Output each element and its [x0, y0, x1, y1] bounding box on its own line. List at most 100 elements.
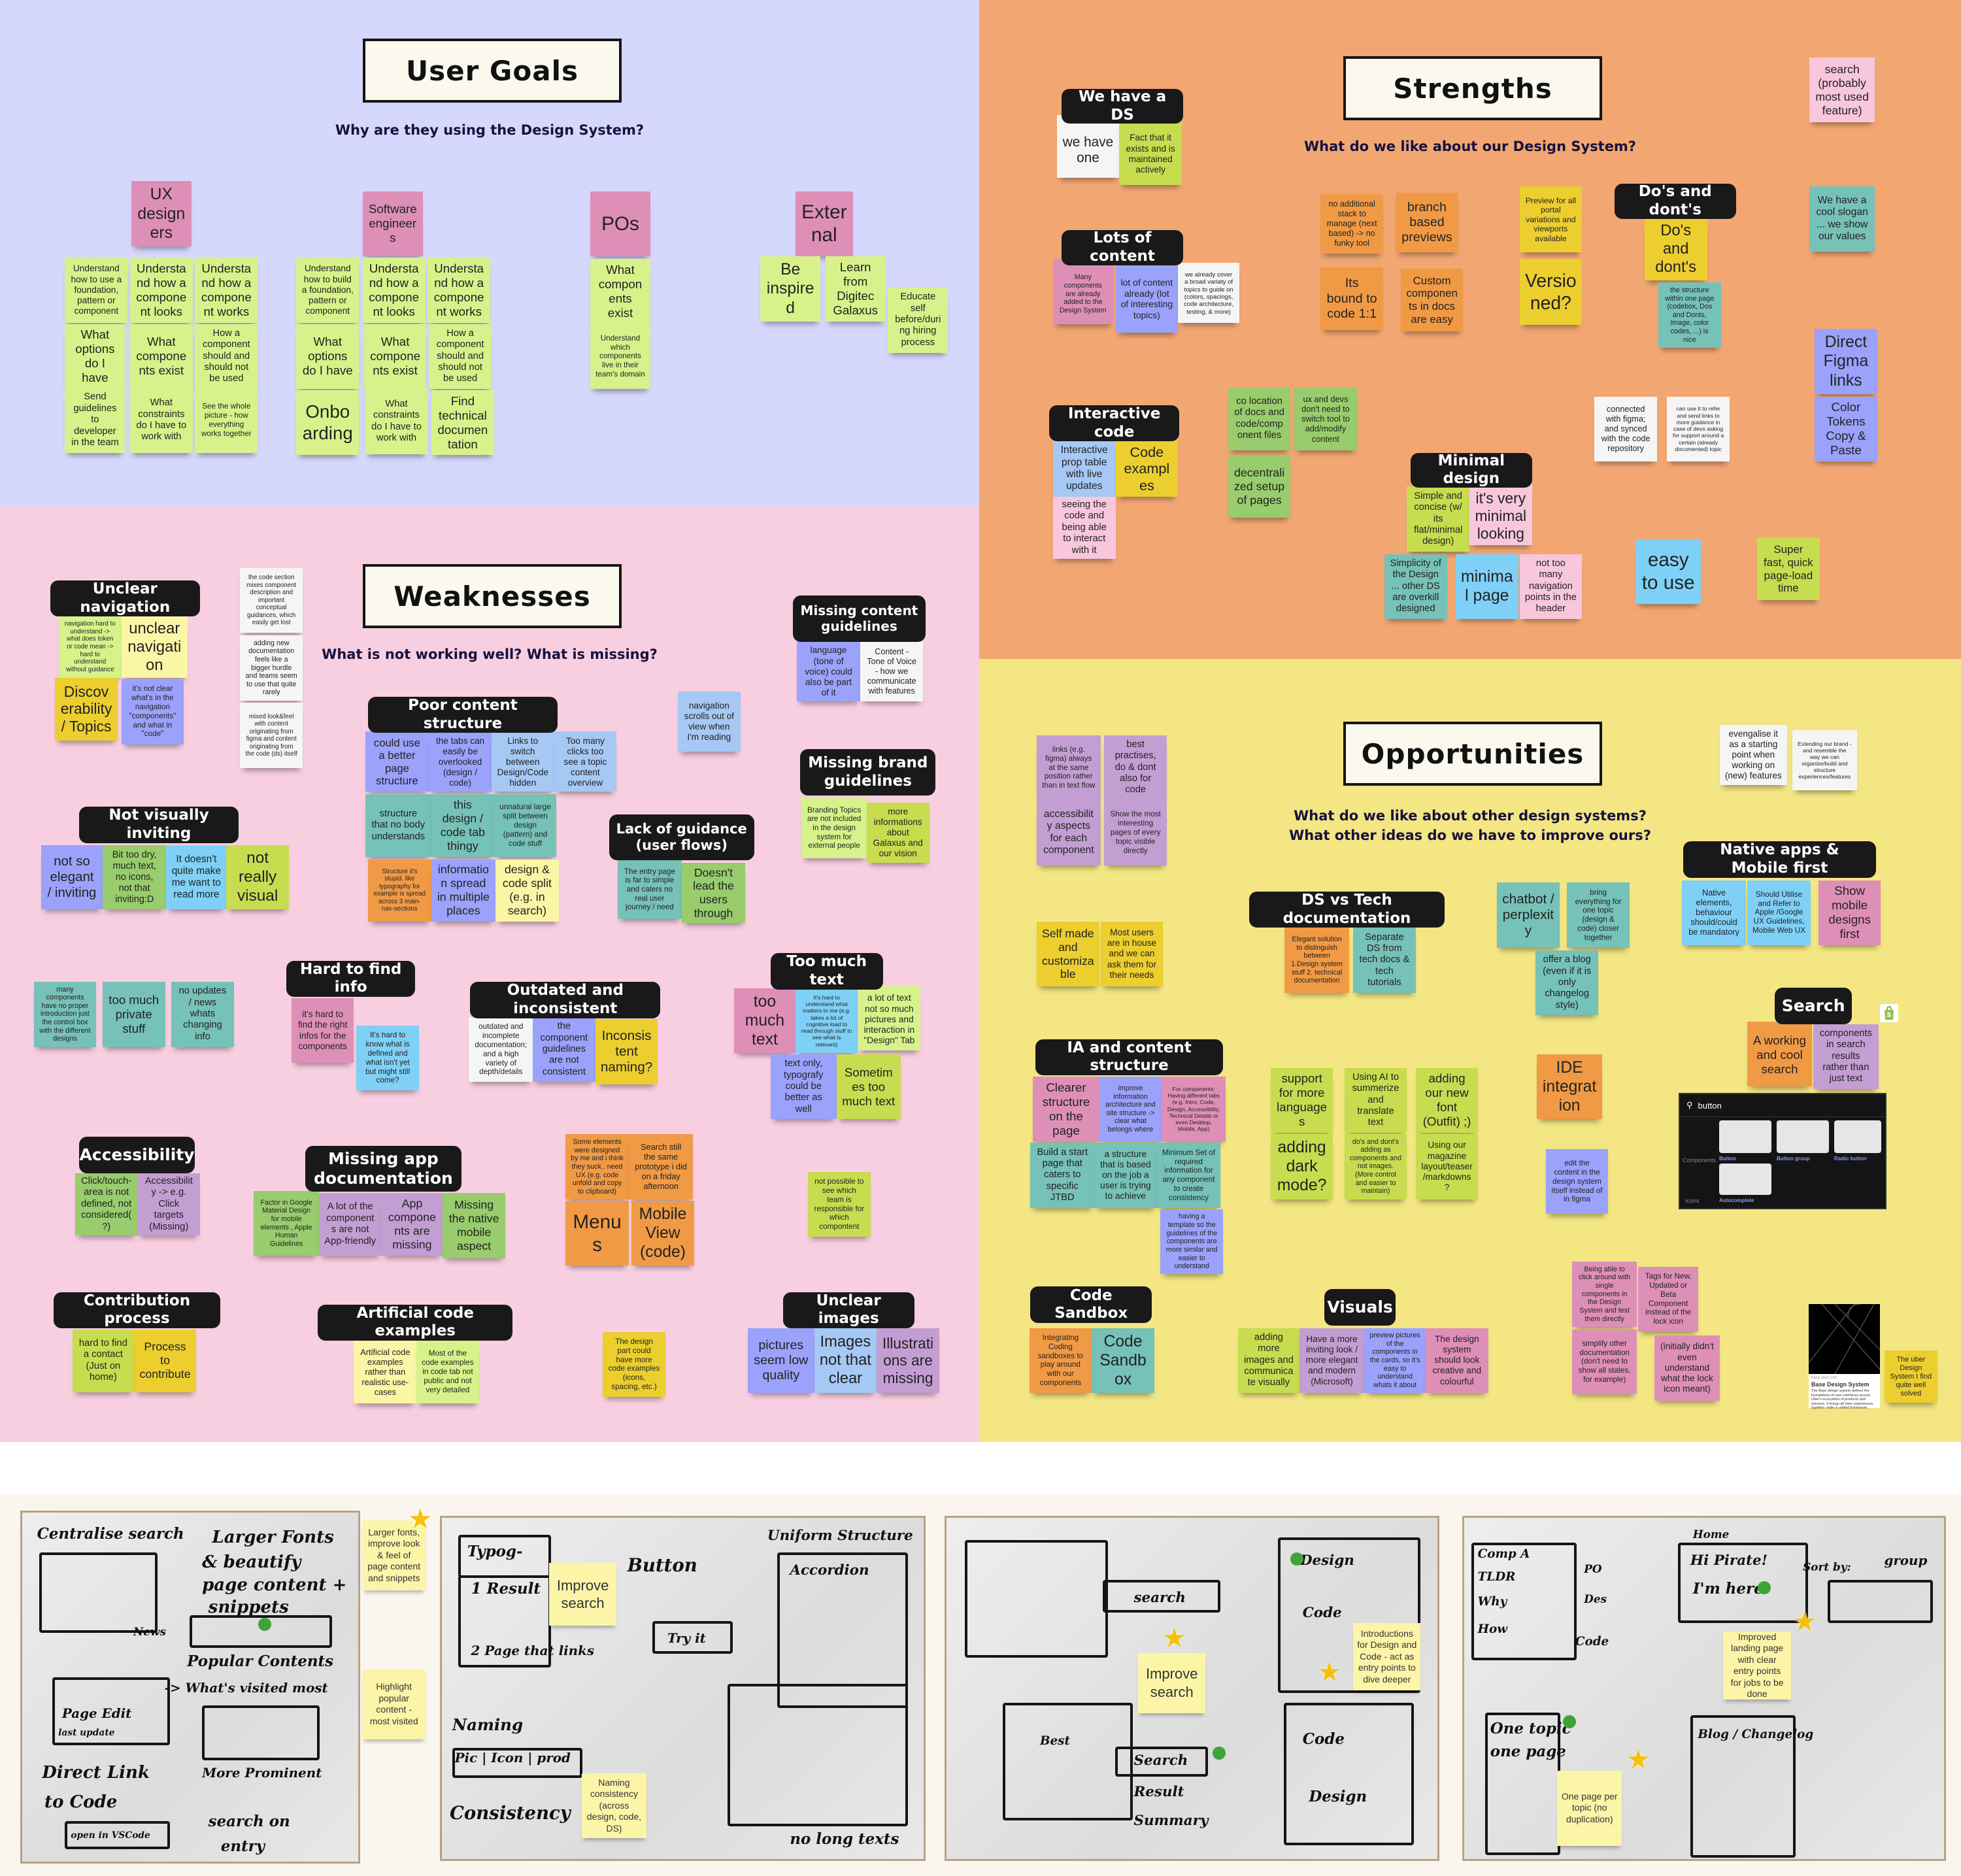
sticky-note-minimal-page[interactable]: minimal page [1455, 554, 1518, 620]
sticky-note-many-components-are-already-added-to-the[interactable]: Many components are already added to the… [1052, 259, 1113, 324]
cluster-heading-lack-of-guidance-user-flows[interactable]: Lack of guidance (user flows) [609, 814, 754, 861]
cluster-heading-contribution-process[interactable]: Contribution process [54, 1292, 220, 1328]
sticky-note-discoverability-topics[interactable]: Discoverability / Topics [55, 678, 118, 741]
sticky-note-not-possible-to-see-which-team-is-respon[interactable]: not possible to see which team is respon… [807, 1171, 871, 1237]
sticky-note-simplicity-of-the-design-other-ds-are-ov[interactable]: Simplicity of the Design ... other DS ar… [1384, 554, 1447, 620]
sticky-note-custom-components-in-docs-are-easy[interactable]: Custom components in docs are easy [1400, 269, 1464, 331]
cluster-heading-not-visually-inviting[interactable]: Not visually inviting [78, 807, 239, 843]
sticky-note-best-practises-do-dont-also-for-code[interactable]: best practises, do & dont also for code [1104, 735, 1167, 801]
sticky-note-navigation-hard-to-understand-what-does-[interactable]: navigation hard to understand -> what do… [58, 615, 122, 678]
photo-sticky-note[interactable]: Introductions for Design and Code - act … [1353, 1623, 1421, 1691]
sticky-note-extending-our-brand-and-resemble-the-way[interactable]: Extending our brand - and resemble the w… [1792, 730, 1858, 790]
cluster-heading-outdated-and-inconsistent[interactable]: Outdated and inconsistent [470, 982, 661, 1018]
sticky-note-have-a-more-inviting-look-more-elegant-a[interactable]: Have a more inviting look / more elegant… [1299, 1328, 1365, 1394]
sticky-note-adding-new-documentation-feels-like-a-bi[interactable]: adding new documentation feels like a bi… [240, 635, 303, 701]
sticky-note-elegant-solution-to-distinguish-between-[interactable]: Elegant solution to distinguish between … [1284, 928, 1350, 993]
sticky-note-too-much-private-stuff[interactable]: too much private stuff [102, 982, 165, 1047]
sticky-note-a-lot-of-text-not-so-much-pictures-and-i[interactable]: a lot of text not so much pictures and i… [858, 985, 921, 1051]
sticky-note-tags-for-new-updated-or-beta-component-i[interactable]: Tags for New, Updated or Beta Component … [1638, 1266, 1699, 1332]
sticky-note-understand-how-a-component-works[interactable]: Understand how a component works [427, 258, 490, 323]
sticky-note-educate-self-before-during-hiring-proces[interactable]: Educate self before/during hiring proces… [888, 288, 948, 353]
cluster-heading-missing-content-guidelines[interactable]: Missing content guidelines [793, 595, 926, 642]
sticky-note-information-spread-in-multiple-places[interactable]: information spread in multiple places [431, 859, 495, 922]
sticky-note-fact-that-it-exists-and-is-maintained-ac[interactable]: Fact that it exists and is maintained ac… [1119, 120, 1182, 186]
cluster-heading-native-apps-mobile-first[interactable]: Native apps & Mobile first [1683, 841, 1876, 878]
sticky-note-build-a-start-page-that-caters-to-specif[interactable]: Build a start page that caters to specif… [1030, 1143, 1094, 1208]
sticky-note-the-design-part-could-have-more-code-exa[interactable]: The design part could have more code exa… [603, 1332, 665, 1398]
photo-sticky-note[interactable]: Highlight popular content - most visited [362, 1669, 426, 1739]
photo-sticky-note[interactable]: Improve search [1138, 1652, 1206, 1713]
sticky-note-interactive-prop-table-with-live-updates[interactable]: Interactive prop table with live updates [1052, 436, 1116, 497]
sticky-note-understand-how-a-component-looks[interactable]: Understand how a component looks [129, 258, 193, 323]
sticky-note-it-s-hard-to-know-what-is-defined-and-wh[interactable]: It's hard to know what is defined and wh… [356, 1026, 419, 1091]
sticky-note-being-able-to-click-around-with-single-c[interactable]: Being able to click around with single c… [1571, 1262, 1637, 1327]
sticky-note-bring-everything-for-one-topic-design-co[interactable]: bring everything for one topic (design &… [1567, 882, 1630, 948]
sticky-note-show-the-most-interesting-pages-of-every[interactable]: Show the most interesting pages of every… [1104, 800, 1167, 865]
sticky-note-adding-more-images-and-communicate-visua[interactable]: adding more images and communicate visua… [1238, 1328, 1299, 1394]
cluster-heading-we-have-a-ds[interactable]: We have a DS [1062, 88, 1183, 124]
cluster-heading-ds-vs-tech-documentation[interactable]: DS vs Tech documentation [1249, 891, 1445, 928]
sticky-note-sometimes-too-much-text[interactable]: Sometimes too much text [836, 1054, 901, 1120]
sticky-note-it-s-very-minimal-looking[interactable]: it's very minimal looking [1469, 482, 1532, 546]
sticky-note-show-mobile-designs-first[interactable]: Show mobile designs first [1818, 880, 1881, 946]
sticky-note-bit-too-dry-much-text-no-icons-not-that-[interactable]: Bit too dry, much text, no icons, not th… [102, 845, 167, 910]
cluster-heading-accessibility[interactable]: Accessibility [78, 1137, 195, 1173]
photo-sticky-note[interactable]: One page per topic (no duplication) [1557, 1770, 1622, 1846]
sticky-note-understand-how-a-component-works[interactable]: Understand how a component works [195, 258, 258, 323]
sticky-note-unnatural-large-split-between-design-pat[interactable]: unnatural large split between design (pa… [494, 794, 557, 857]
sticky-note-be-inspired[interactable]: Be inspired [760, 256, 821, 322]
sticky-note-not-so-elegant-inviting[interactable]: not so elegant / inviting [41, 845, 103, 910]
sticky-note-software-engineers[interactable]: Software engineers [362, 191, 423, 257]
sticky-note-more-informations-about-galaxus-and-our-[interactable]: more informations about Galaxus and our … [866, 803, 930, 863]
photo-sticky-note[interactable]: Improve search [548, 1563, 617, 1626]
sticky-note-branch-based-previews[interactable]: branch based previews [1396, 192, 1458, 253]
sticky-note-a-working-and-cool-search[interactable]: A working and cool search [1747, 1021, 1813, 1087]
sticky-note-understand-how-a-component-looks[interactable]: Understand how a component looks [362, 258, 426, 323]
cluster-heading-artificial-code-examples[interactable]: Artificial code examples [317, 1304, 513, 1341]
sticky-note-preview-pictures-of-the-components-in-th[interactable]: preview pictures of the components in th… [1364, 1328, 1426, 1394]
sticky-note-understand-how-to-build-a-foundation-pat[interactable]: Understand how to build a foundation, pa… [296, 258, 360, 323]
sticky-note-decentralized-setup-of-pages[interactable]: decentralized setup of pages [1228, 455, 1291, 518]
sticky-note-structure-that-no-body-understands[interactable]: structure that no body understands [365, 794, 432, 857]
cluster-heading-missing-app-documentation[interactable]: Missing app documentation [305, 1145, 461, 1192]
cluster-heading-lots-of-content[interactable]: Lots of content [1062, 229, 1183, 265]
sticky-note-color-tokens-copy-paste[interactable]: Color Tokens Copy & Paste [1815, 396, 1877, 461]
sticky-note-what-constraints-do-i-have-to-work-with[interactable]: What constraints do I have to work with [365, 389, 428, 454]
sticky-note-super-fast-quick-page-load-time[interactable]: Super fast, quick page-load time [1757, 537, 1820, 601]
sticky-note-navigation-scrolls-out-of-view-when-i-m-[interactable]: navigation scrolls out of view when I'm … [677, 692, 741, 752]
sticky-note-accessibility-aspects-for-each-component[interactable]: accessibility aspects for each component [1037, 800, 1101, 865]
sticky-note-simplify-other-documentation-don-t-need-[interactable]: simplify other documentation (don't need… [1571, 1329, 1637, 1394]
cluster-heading-visuals[interactable]: Visuals [1324, 1289, 1396, 1326]
sticky-note-do-s-and-dont-s[interactable]: Do's and dont's [1644, 217, 1707, 280]
sticky-note-self-made-and-customizable[interactable]: Self made and customizable [1037, 921, 1099, 987]
sticky-note-easy-to-use[interactable]: easy to use [1635, 539, 1701, 605]
sticky-note-simple-and-concise-w-its-flat-minimal-de[interactable]: Simple and concise (w/ its flat/minimal … [1407, 486, 1469, 552]
photo-sticky-note[interactable]: Larger fonts, improve look & feel of pag… [362, 1520, 426, 1591]
sticky-note-what-components-exist[interactable]: What components exist [129, 324, 193, 390]
sticky-note-edit-the-content-in-the-design-system-it[interactable]: edit the content in the design system it… [1545, 1149, 1609, 1214]
sticky-note-having-a-template-so-the-guidelines-of-t[interactable]: having a template so the guidelines of t… [1160, 1209, 1224, 1275]
sticky-note-it-s-hard-to-understand-what-matters-to-[interactable]: It's hard to understand what matters to … [795, 988, 858, 1054]
sticky-note-clearer-structure-on-the-page[interactable]: Clearer structure on the page [1033, 1077, 1099, 1142]
sticky-note-a-structure-that-is-based-on-the-job-a-u[interactable]: a structure that is based on the job a u… [1094, 1143, 1157, 1208]
sticky-note-chatbot-perplexity[interactable]: chatbot / perplexity [1497, 882, 1560, 948]
sticky-note-offer-a-blog-even-if-it-is-only-changelo[interactable]: offer a blog (even if it is only changel… [1535, 950, 1599, 1016]
sticky-note-we-have-a-cool-slogan-we-show-our-values[interactable]: We have a cool slogan ... we show our va… [1809, 186, 1875, 252]
photo-sticky-note[interactable]: Improved landing page with clear entry p… [1723, 1632, 1791, 1700]
cluster-heading-missing-brand-guidelines[interactable]: Missing brand guidelines [800, 749, 936, 796]
sticky-note-send-guidelines-to-developer-in-the-team[interactable]: Send guidelines to developer in the team [65, 388, 126, 453]
sticky-note-a-lot-of-the-components-are-not-app-frie[interactable]: A lot of the components are not App-frie… [318, 1193, 382, 1256]
sticky-note-how-a-component-should-and-should-not-be[interactable]: How a component should and should not be… [195, 324, 258, 390]
sticky-note-separate-ds-from-tech-docs-tech-tutorial[interactable]: Separate DS from tech docs & tech tutori… [1353, 928, 1416, 993]
sticky-note-understand-how-to-use-a-foundation-patte[interactable]: Understand how to use a foundation, patt… [65, 258, 128, 323]
sticky-note-factor-in-google-material-design-for-mob[interactable]: Factor in Google Material Design for mob… [254, 1190, 319, 1256]
sticky-note-structure-it-s-stupid-like-typography-fo[interactable]: Structure it's stupid. like typography f… [367, 859, 432, 922]
sticky-note-code-examples[interactable]: Code examples [1115, 436, 1179, 497]
sticky-note-links-to-switch-between-design-code-hidd[interactable]: Links to switch between Design/Code hidd… [491, 731, 554, 792]
cluster-heading-search[interactable]: Search [1774, 988, 1852, 1024]
sticky-note-text-only-typografy-could-be-better-as-w[interactable]: text only, typografy could be better as … [770, 1054, 837, 1120]
cluster-heading-too-much-text[interactable]: Too much text [770, 953, 883, 990]
sticky-note-ide-integration[interactable]: IDE integration [1537, 1054, 1602, 1120]
sticky-note-adding-our-new-font-outfit[interactable]: adding our new font (Outfit) ;) [1415, 1067, 1479, 1133]
sticky-note-most-users-are-in-house-and-we-can-ask-t[interactable]: Most users are in house and we can ask t… [1100, 921, 1164, 987]
